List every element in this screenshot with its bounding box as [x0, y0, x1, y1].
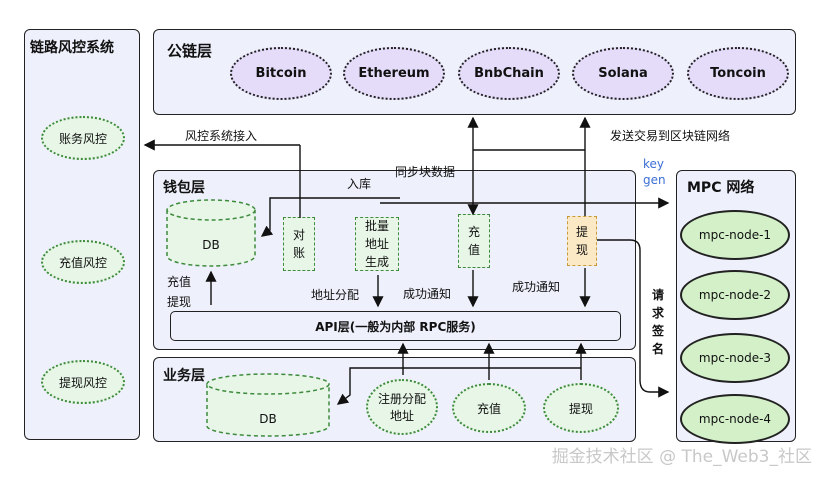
watermark: 掘金技术社区 @ The_Web3_社区 [551, 447, 812, 467]
business-withdraw-node: 提现 [543, 383, 619, 433]
wallet-deposit-label: 充 值 [467, 225, 480, 257]
wallet-withdraw-label: 提 现 [575, 225, 588, 257]
database-icon [206, 373, 330, 437]
api-layer: API层(一般为内部 RPC服务) [170, 311, 621, 341]
business-deposit-node: 充值 [452, 383, 526, 433]
risk-node: 账务风控 [41, 116, 125, 160]
send-tx-label: 发送交易到区块链网络 [610, 129, 731, 143]
batch-address-label: 批量 地址 生成 [364, 219, 389, 269]
chain-title: 公链层 [167, 42, 213, 60]
mpc-title: MPC 网络 [687, 180, 755, 196]
wallet-title: 钱包层 [163, 180, 205, 196]
wallet-db-cylinder: DB [165, 198, 257, 268]
risk-node: 提现风控 [41, 360, 125, 404]
mpc-node: mpc-node-3 [680, 333, 790, 383]
reconcile-label: 对 账 [292, 228, 305, 260]
mpc-node: mpc-node-2 [680, 270, 790, 320]
chain-node-solana: Solana [572, 47, 674, 100]
address-allocation-label: 地址分配 [311, 288, 360, 302]
wallet-db-label: DB [202, 238, 220, 252]
risk-control-title: 链路风控系统 [30, 40, 114, 56]
chain-node-ethereum: Ethereum [343, 47, 445, 100]
mpc-node: mpc-node-1 [680, 210, 790, 260]
deposit-withdraw-label: 充值 提现 [167, 275, 192, 309]
success-notify-label: 成功通知 [403, 287, 452, 301]
batch-address-box: 批量 地址 生成 [355, 217, 399, 271]
mpc-node: mpc-node-4 [680, 394, 790, 444]
register-address-node: 注册分配 地址 [366, 379, 438, 435]
business-db-label: DB [259, 412, 277, 426]
register-address-label: 注册分配 地址 [377, 392, 426, 423]
store-label: 入库 [347, 177, 372, 191]
risk-access-label: 风控系统接入 [185, 129, 258, 143]
wallet-withdraw-box: 提 现 [567, 216, 597, 266]
success-notify-label: 成功通知 [512, 280, 561, 294]
database-icon [166, 199, 256, 267]
chain-node-bitcoin: Bitcoin [230, 47, 332, 100]
risk-node: 充值风控 [41, 240, 125, 284]
reconcile-box: 对 账 [283, 217, 315, 271]
sign-request-label: 请 求 签 名 [652, 288, 665, 356]
business-db-cylinder: DB [205, 372, 331, 438]
sync-label: 同步块数据 [395, 165, 456, 179]
wallet-deposit-box: 充 值 [458, 214, 490, 268]
keygen-label: key gen [643, 157, 666, 187]
chain-node-toncoin: Toncoin [687, 47, 789, 100]
business-title: 业务层 [163, 368, 205, 384]
chain-node-bnbchain: BnbChain [458, 47, 560, 100]
